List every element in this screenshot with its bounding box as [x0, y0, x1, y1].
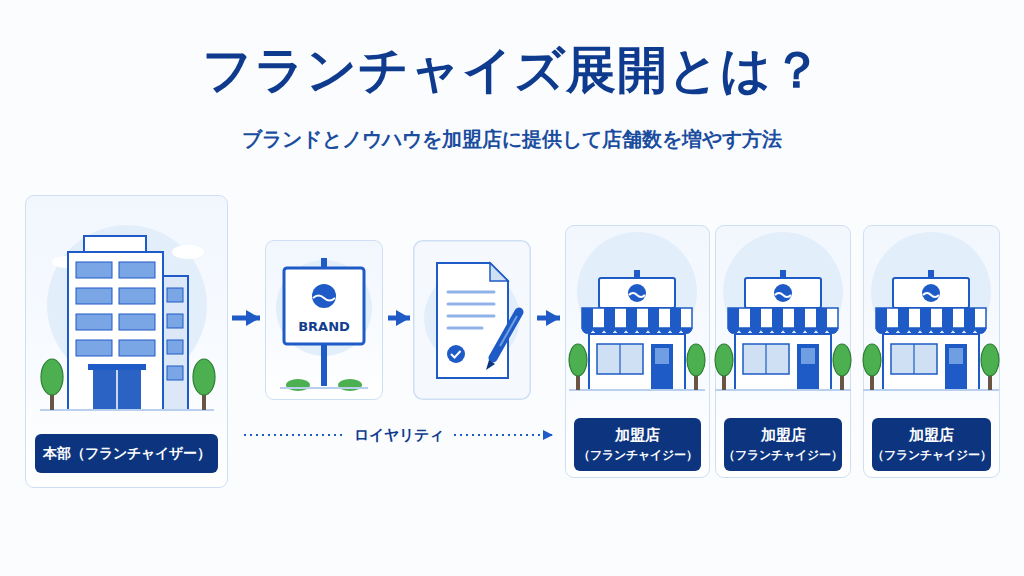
label-pill: 本部（フランチャイザー）: [35, 434, 218, 473]
document-lines: [448, 303, 494, 306]
document-lines: [448, 315, 494, 318]
check-mark: [451, 351, 461, 358]
flow-arrow: [537, 316, 560, 321]
edge-label: ロイヤリティ: [346, 426, 452, 445]
contract-document: [437, 263, 508, 378]
store-card: 加盟店 （フランチャイジー）: [715, 225, 851, 478]
document-fold: [490, 263, 508, 281]
sign-text: BRAND: [266, 319, 382, 335]
pill-text: 加盟店 （フランチャイジー）: [563, 425, 713, 463]
store-card: 加盟店 （フランチャイジー）: [565, 225, 710, 478]
subtitle: ブランドとノウハウを加盟店に提供して店舗数を増やす方法: [0, 125, 1024, 153]
pill-text: 加盟店 （フランチャイジー）: [708, 425, 858, 463]
diagram-title: フランチャイズ展開とは？: [0, 38, 1024, 102]
card-box: [414, 241, 531, 400]
pen: [493, 312, 519, 358]
check-badge: [447, 345, 465, 363]
pen-highlight: [500, 316, 517, 346]
brand-card: BRAND: [265, 240, 383, 400]
label-pill: 加盟店 （フランチャイジー）: [872, 418, 991, 471]
headquarters-card: 本部（フランチャイザー）: [25, 195, 228, 488]
flow-arrow: [232, 316, 260, 321]
store-card: 加盟店 （フランチャイジー）: [863, 225, 1000, 478]
backdrop-circle: [424, 270, 520, 366]
document-lines: [448, 292, 494, 328]
label-pill: 加盟店 （フランチャイジー）: [574, 418, 701, 471]
contract-card: [414, 241, 531, 400]
document-lines: [448, 291, 494, 294]
flow-arrow: [388, 316, 410, 321]
flow-arrows: [388, 318, 560, 319]
pen-tip: [486, 360, 495, 370]
pill-text: 加盟店 （フランチャイジー）: [857, 425, 1007, 463]
label-pill: 加盟店 （フランチャイジー）: [724, 418, 842, 471]
document-lines: [448, 327, 482, 330]
